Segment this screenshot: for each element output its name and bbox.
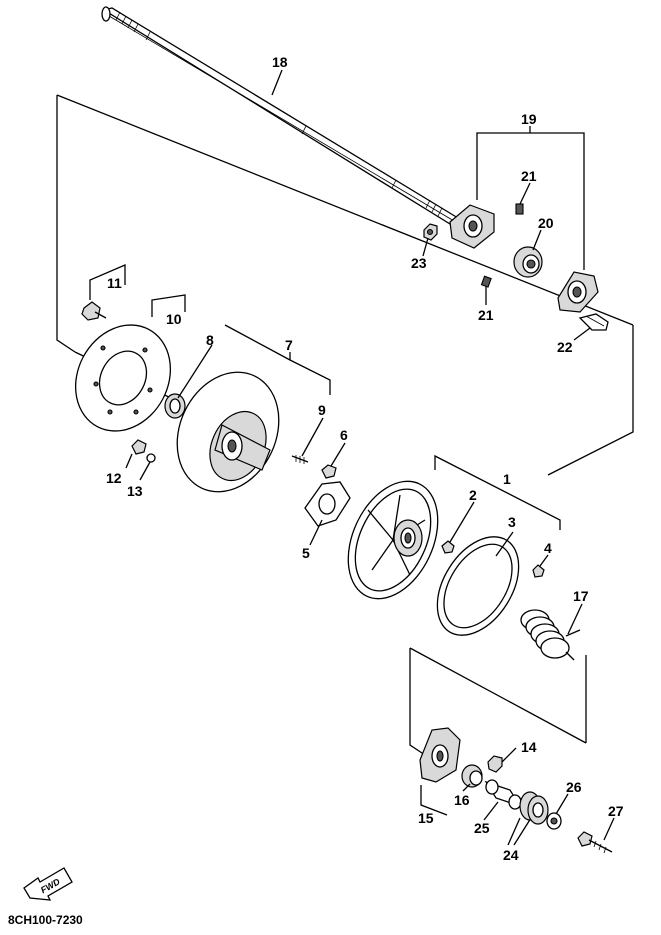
callout-25: 25 (474, 820, 490, 836)
spring-17 (520, 609, 581, 661)
callout-23: 23 (411, 255, 427, 271)
bolt-12 (131, 439, 147, 455)
set-screw-21-top (515, 203, 524, 215)
callout-10: 10 (166, 311, 182, 327)
washer-26 (546, 812, 562, 830)
gasket-5 (304, 481, 351, 527)
screw-4 (532, 564, 545, 578)
callout-22: 22 (557, 339, 573, 355)
sheave-7 (176, 371, 280, 493)
callout-17: 17 (573, 588, 589, 604)
bolt-11 (81, 301, 107, 321)
callout-21-bottom: 21 (478, 307, 494, 323)
callout-11: 11 (107, 275, 122, 291)
plate-3 (436, 536, 520, 636)
callout-20: 20 (538, 215, 554, 231)
callout-16: 16 (454, 792, 470, 808)
collar-16 (461, 764, 483, 788)
callout-1: 1 (503, 471, 511, 487)
bearing-part-20 (513, 246, 543, 278)
callout-3: 3 (508, 514, 516, 530)
callout-9: 9 (318, 402, 326, 418)
callout-8: 8 (206, 332, 214, 348)
set-screw-21-bottom (480, 275, 492, 288)
callout-12: 12 (106, 470, 122, 486)
part-code: 8CH100-7230 (8, 913, 83, 927)
nut-14 (487, 755, 503, 773)
callout-14: 14 (521, 739, 537, 755)
bearing-housing-front (449, 204, 495, 249)
roller-24 (519, 791, 549, 825)
collar-8 (164, 393, 186, 419)
callout-6: 6 (340, 427, 348, 443)
axle-shaft (101, 6, 460, 225)
bolt-22 (578, 313, 609, 331)
bolt-27 (577, 831, 613, 854)
callout-7: 7 (285, 337, 293, 353)
screw-2 (441, 540, 455, 554)
pin-9 (291, 455, 309, 464)
nut-23 (423, 223, 438, 241)
callout-4: 4 (544, 540, 552, 556)
callout-labels: 18 19 21 20 23 21 22 11 10 8 7 9 6 12 13… (106, 54, 624, 863)
callout-18: 18 (272, 54, 288, 70)
callout-13: 13 (127, 483, 143, 499)
callout-15: 15 (418, 810, 434, 826)
callout-19: 19 (521, 111, 537, 127)
bracket-lines (89, 126, 585, 846)
sheave-1 (347, 480, 439, 600)
callout-27: 27 (608, 803, 624, 819)
sleeve-25 (484, 779, 522, 810)
callout-2: 2 (469, 487, 477, 503)
fwd-arrow-icon: FWD (23, 867, 73, 901)
bearing-housing-rear (557, 271, 599, 313)
callout-24: 24 (503, 847, 519, 863)
leader-lines (125, 69, 615, 841)
bracket-15 (419, 727, 461, 783)
callout-5: 5 (302, 545, 310, 561)
callout-21-top: 21 (521, 168, 537, 184)
bolt-6 (321, 464, 337, 479)
callout-26: 26 (566, 779, 582, 795)
washer-13 (146, 453, 156, 463)
plate-10 (74, 324, 172, 432)
